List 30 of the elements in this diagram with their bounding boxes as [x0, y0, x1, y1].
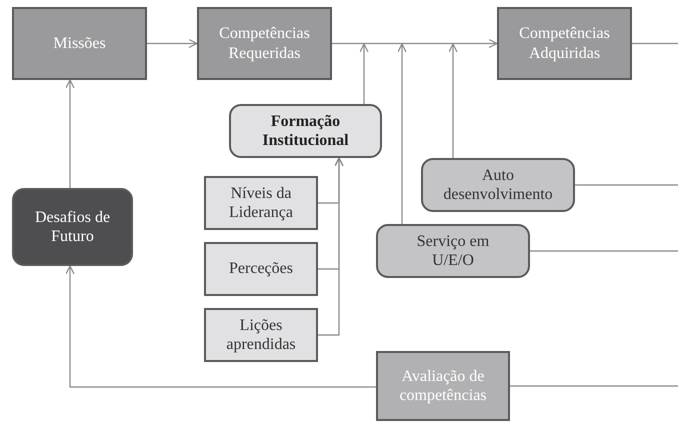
box-label: Avaliação de competências	[398, 366, 488, 406]
box-label: Lições aprendidas	[225, 316, 297, 354]
input-box	[204, 242, 318, 296]
connector-arrow	[332, 38, 498, 48]
process-box	[421, 158, 575, 212]
process-box	[376, 351, 510, 421]
process-box	[12, 7, 147, 80]
box-label: Auto desenvolvimento	[442, 166, 554, 204]
input-box	[204, 308, 318, 362]
connector-arrow	[147, 38, 198, 48]
box-label: Perceções	[229, 259, 293, 279]
process-box	[229, 104, 382, 158]
connector-arrow	[65, 79, 75, 188]
connector-arrow	[448, 43, 458, 158]
input-box	[204, 176, 318, 230]
process-box	[376, 224, 530, 278]
box-label: Competências Adquiridas	[518, 24, 611, 63]
connector-arrow	[65, 265, 376, 388]
process-box	[497, 7, 632, 80]
box-label: Competências Requeridas	[218, 24, 311, 63]
connector-arrow	[318, 157, 344, 336]
connector-arrow	[397, 43, 407, 224]
box-label: Formação Institucional	[261, 112, 350, 150]
process-box	[197, 7, 332, 80]
connector-arrow	[359, 43, 369, 104]
process-box	[12, 188, 133, 266]
box-label: Desafios de Futuro	[34, 208, 112, 246]
box-label: Missões	[53, 34, 106, 54]
box-label: Serviço em U/E/O	[416, 232, 490, 270]
box-label: Níveis da Liderança	[228, 184, 294, 222]
